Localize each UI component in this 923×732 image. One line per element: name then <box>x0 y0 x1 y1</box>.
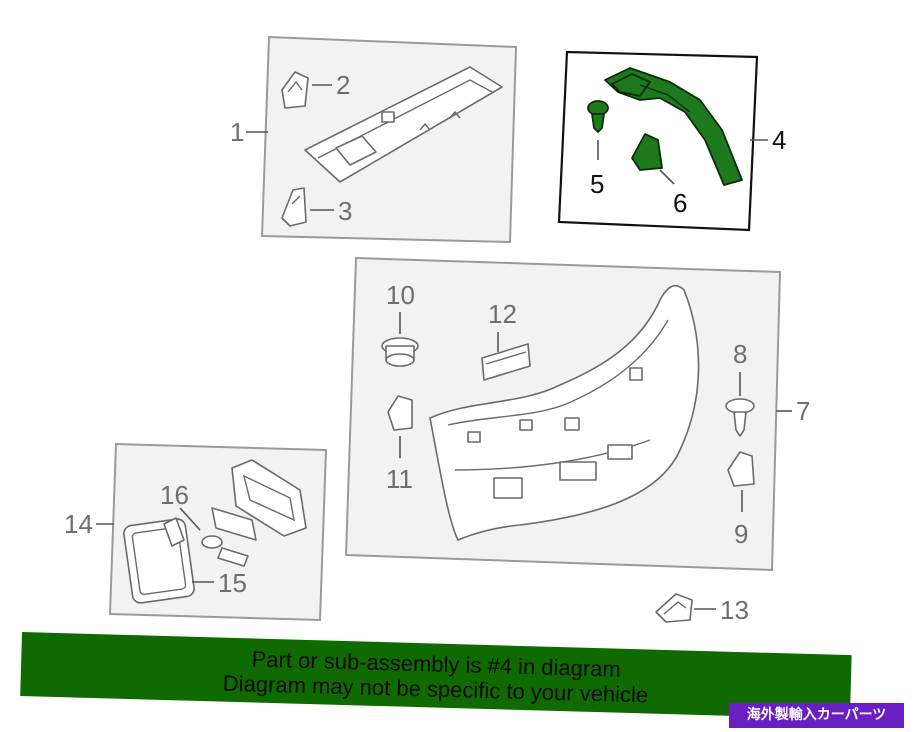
part-9-clip <box>727 451 755 487</box>
callout-5: 5 <box>590 169 604 199</box>
part-2-clip <box>281 71 309 109</box>
part-8-pushpin <box>725 398 755 437</box>
callout-10: 10 <box>386 280 415 310</box>
import-parts-stamp: 海外製輸入カーパーツ <box>729 703 904 728</box>
callout-14: 14 <box>64 509 93 539</box>
part-12-pad <box>481 343 531 381</box>
panel-group-1: 1 2 3 <box>230 35 518 244</box>
callout-2: 2 <box>336 70 350 100</box>
callout-6: 6 <box>673 188 687 218</box>
panel-group-7: 10 11 12 8 9 7 <box>344 256 810 572</box>
part-14-lamp-housing <box>211 459 307 567</box>
callout-8: 8 <box>733 339 747 369</box>
part-4-bracket-highlighted <box>604 67 743 186</box>
part-7-liftgate-trim-panel <box>429 284 700 541</box>
callout-7: 7 <box>796 396 810 426</box>
callout-11: 11 <box>386 464 413 494</box>
part-11-clip <box>387 395 413 431</box>
part-15-lamp-lens <box>123 518 195 604</box>
callout-12: 12 <box>488 299 517 329</box>
leader-16 <box>179 507 201 531</box>
part-3-clip <box>281 187 307 227</box>
callout-4: 4 <box>772 125 786 155</box>
part-10-grommet <box>381 337 419 367</box>
callout-13: 13 <box>720 595 749 625</box>
callout-16: 16 <box>160 480 189 510</box>
part-16-bulb <box>163 517 223 549</box>
leader-6 <box>659 169 675 185</box>
part-6-clip <box>631 133 663 171</box>
panel-group-14: 14 15 16 <box>64 442 328 622</box>
callout-3: 3 <box>338 196 352 226</box>
panel-group-4: 4 5 6 <box>557 50 786 232</box>
callout-1: 1 <box>230 117 244 147</box>
callout-15: 15 <box>218 568 247 598</box>
part-13-clip: 13 <box>655 593 749 625</box>
callout-9: 9 <box>734 519 748 549</box>
part-1-trim-strip <box>304 66 503 183</box>
part-5-pushpin <box>587 100 609 133</box>
